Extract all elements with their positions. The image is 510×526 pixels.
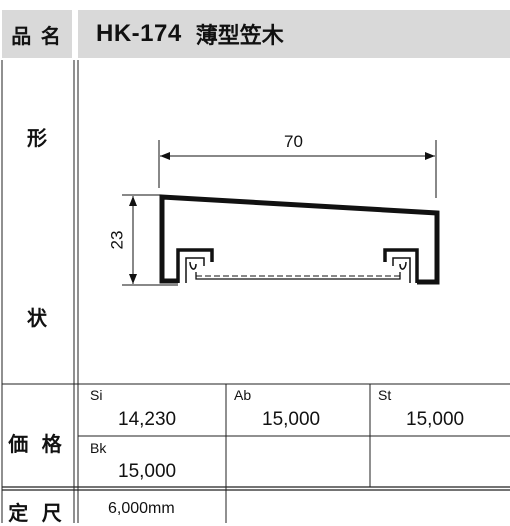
product-title-bar: HK-174 薄型笠木: [78, 10, 510, 58]
finish-code: Si: [90, 387, 103, 403]
standard-length-value: 6,000mm: [108, 500, 175, 517]
shape-label-top: 形: [27, 128, 47, 150]
price-value: 15,000: [118, 461, 177, 482]
price-value: 15,000: [262, 409, 321, 430]
price-value: 15,000: [406, 409, 465, 430]
product-code: HK-174: [96, 20, 182, 47]
shape-label-bottom: 状: [27, 308, 47, 330]
finish-code: Bk: [90, 440, 107, 456]
height-dimension-label: 23: [107, 230, 127, 250]
price-value: 14,230: [118, 409, 177, 430]
finish-code: St: [378, 387, 392, 403]
product-name: 薄型笠木: [195, 23, 284, 48]
profile-drawing: [122, 140, 440, 286]
width-dimension-label: 70: [284, 132, 303, 151]
standard-length-label: 定 尺: [8, 503, 66, 525]
price-label: 価 格: [8, 434, 66, 456]
finish-code: Ab: [234, 387, 252, 403]
product-name-label: 品 名: [2, 10, 72, 58]
